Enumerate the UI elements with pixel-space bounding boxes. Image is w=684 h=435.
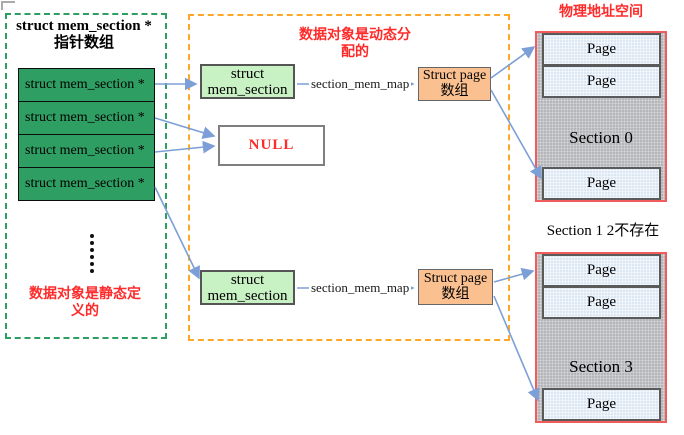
page-box: Page <box>542 388 661 421</box>
page-array-node-upper-line2: 数组 <box>440 84 469 99</box>
missing-sections-caption: Section 1 2不存在 <box>546 223 660 239</box>
page-array-node-upper: Struct page 数组 <box>418 67 491 101</box>
static-caption-line1: 数据对象是静态定 <box>29 287 141 302</box>
mem-section-node-lower-line2: mem_section <box>207 287 288 304</box>
page-box: Page <box>542 254 661 287</box>
static-caption-line2: 义的 <box>71 304 99 319</box>
pointer-array-title-line1: struct mem_section * <box>16 18 152 34</box>
pointer-array-entry: struct mem_section * <box>18 134 155 168</box>
ellipsis-dots <box>90 234 94 273</box>
static-caption: 数据对象是静态定 义的 <box>15 286 155 320</box>
page-array-node-lower: Struct page 数组 <box>418 269 493 305</box>
corner-artifact <box>1 1 15 10</box>
page-box: Page <box>542 65 661 98</box>
mem-section-node-lower: struct mem_section <box>200 270 295 305</box>
page-array-node-lower-line1: Struct page <box>423 271 488 286</box>
page-box: Page <box>542 33 661 66</box>
null-label: NULL <box>248 137 295 153</box>
section3-block: Page Page Section 3 Page <box>535 252 667 423</box>
mem-section-node-upper: struct mem_section <box>200 64 295 99</box>
pointer-array-entry: struct mem_section * <box>18 167 155 201</box>
pointer-array: struct mem_section * struct mem_section … <box>18 68 155 201</box>
pointer-array-entry: struct mem_section * <box>18 68 155 102</box>
pointer-array-title: struct mem_section * 指针数组 <box>5 18 163 52</box>
section3-label: Section 3 <box>569 357 633 376</box>
page-array-node-upper-line1: Struct page <box>422 68 487 83</box>
dynamic-caption-line2: 配的 <box>341 45 369 60</box>
dynamic-caption: 数据对象是动态分 配的 <box>265 27 445 61</box>
dynamic-caption-line1: 数据对象是动态分 <box>299 28 411 43</box>
section0-block: Page Page Section 0 Page <box>535 31 667 202</box>
physical-space-title: 物理地址空间 <box>559 5 643 20</box>
pointer-array-entry: struct mem_section * <box>18 101 155 135</box>
null-node: NULL <box>218 125 325 166</box>
page-box: Page <box>542 286 661 319</box>
mem-section-node-lower-line1: struct <box>230 271 265 288</box>
pointer-array-title-line2: 指针数组 <box>53 35 114 51</box>
edge-label-section-mem-map-lower: section_mem_map <box>309 280 412 296</box>
mem-section-node-upper-line1: struct <box>230 65 265 82</box>
page-box: Page <box>542 167 661 200</box>
section0-label: Section 0 <box>569 128 633 147</box>
edge-label-section-mem-map-upper: section_mem_map <box>309 76 412 92</box>
page-array-node-lower-line2: 数组 <box>441 287 470 302</box>
mem-section-node-upper-line2: mem_section <box>207 81 288 98</box>
